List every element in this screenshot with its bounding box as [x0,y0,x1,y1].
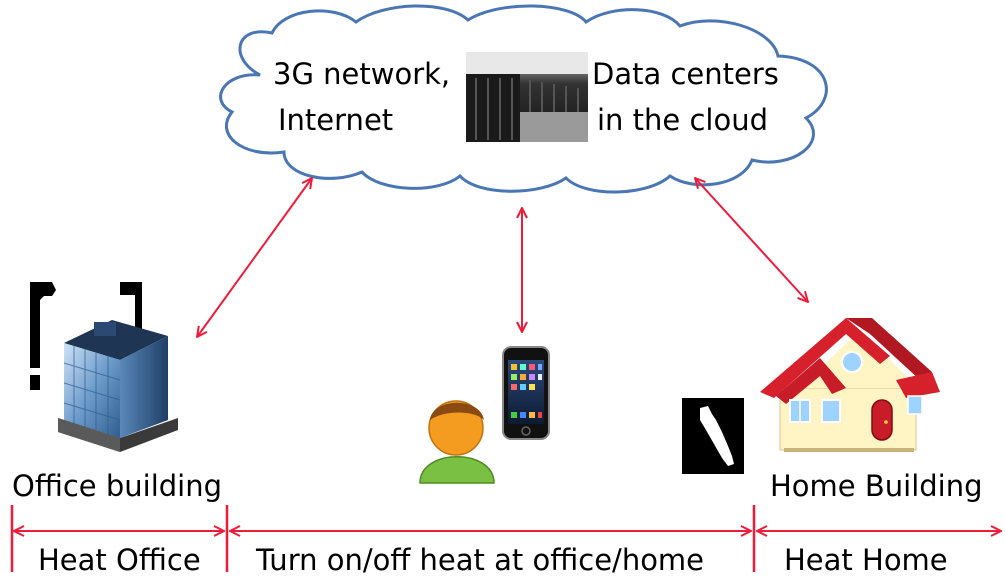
cloud-left-line1: 3G network, [273,57,451,91]
arrow-office-cloud [197,178,312,337]
arrows [10,178,1001,572]
office-building-label: Office building [12,469,223,503]
heat-home-label: Heat Home [784,543,948,577]
smartphone-icon [502,346,550,440]
arrow-home-cloud [695,178,808,302]
heat-office-label: Heat Office [38,543,201,577]
house-icon [760,318,940,452]
person-icon [419,400,495,484]
cloud-right-line2: in the cloud [597,103,768,137]
turn-on-off-label: Turn on/off heat at office/home [256,543,705,577]
office-building-icon [30,282,178,452]
cloud-left-line2: Internet [278,103,394,137]
artifact-icon [682,398,744,474]
cloud-right-line1: Data centers [592,57,779,91]
server-rack-icon [466,52,588,142]
home-building-label: Home Building [770,469,983,503]
